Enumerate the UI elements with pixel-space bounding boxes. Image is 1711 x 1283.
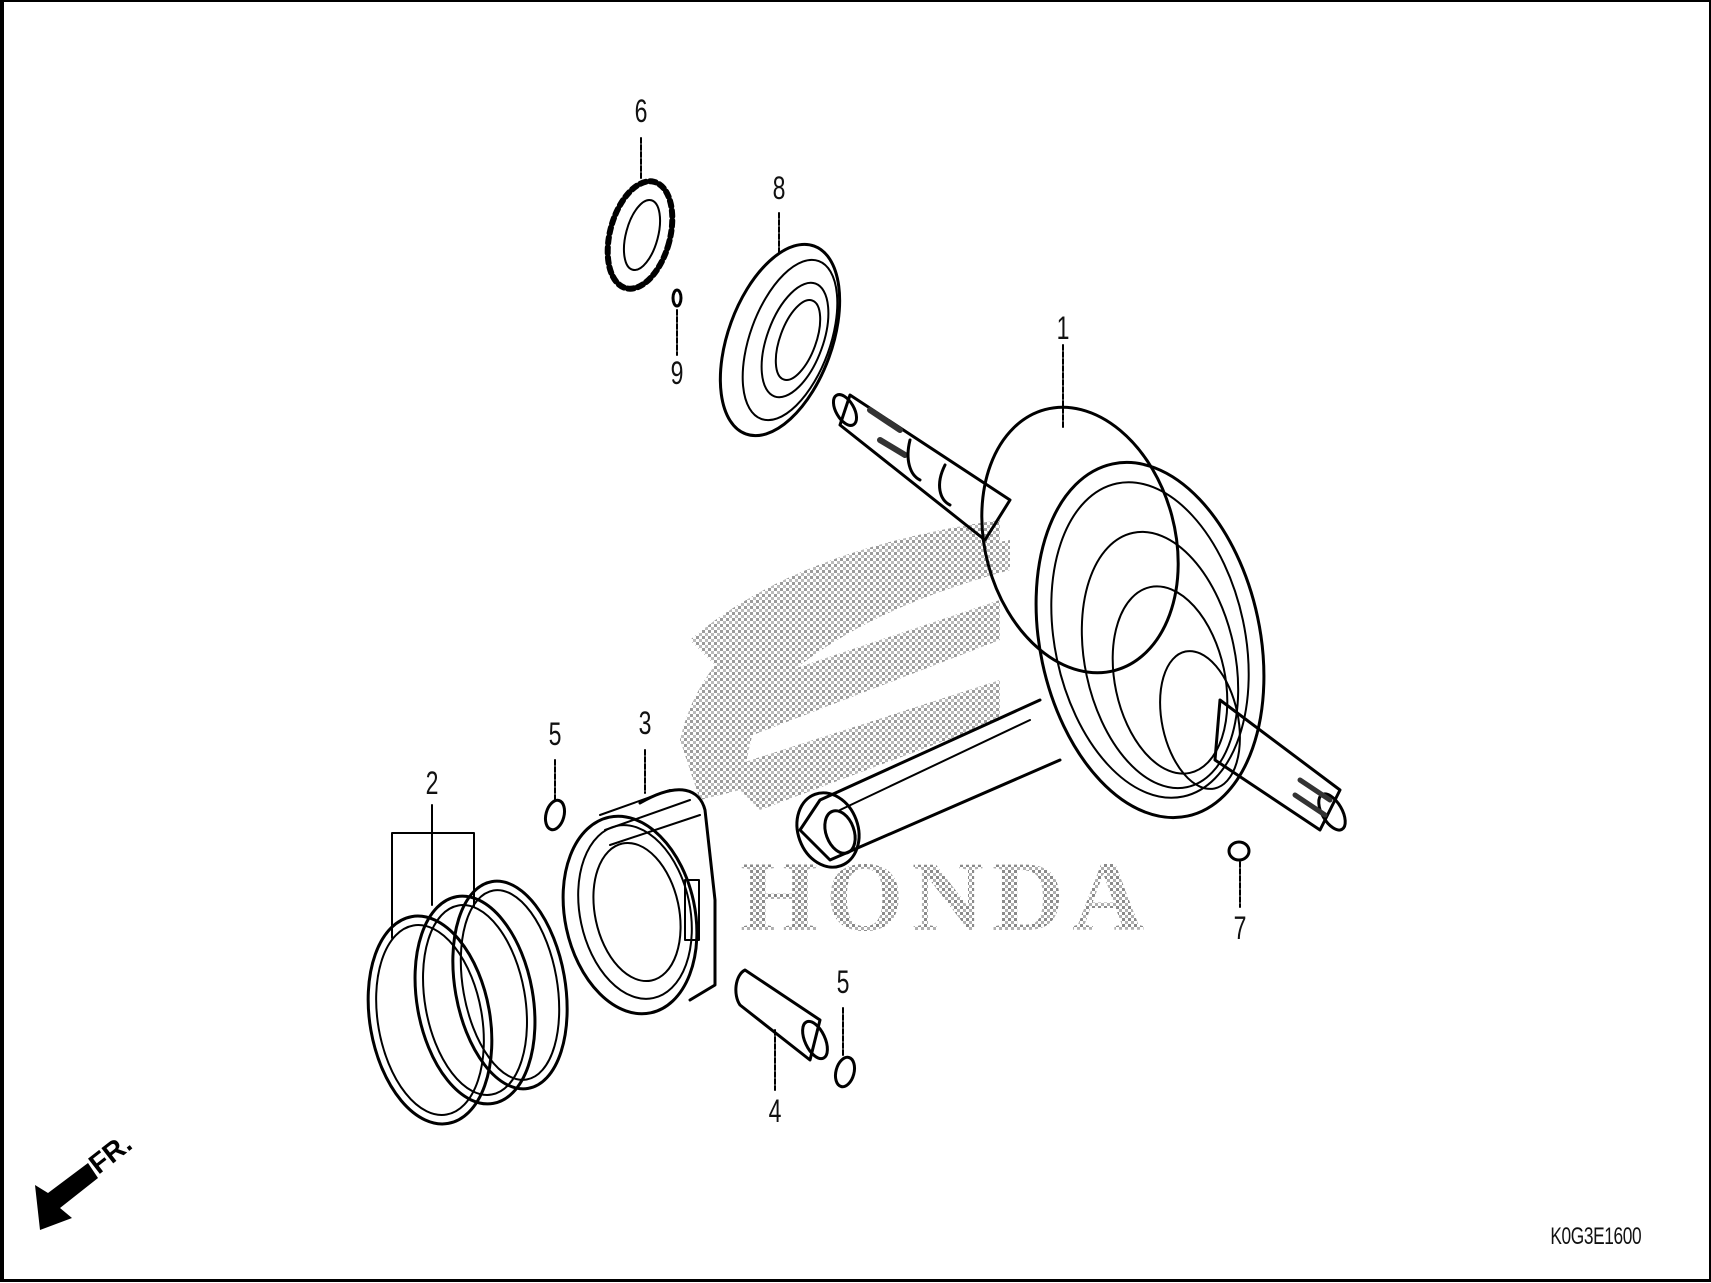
callout-1[interactable]: 1 xyxy=(1056,310,1070,346)
callout-5-right[interactable]: 5 xyxy=(836,964,850,1000)
diagram-code: K0G3E1600 xyxy=(1550,1223,1641,1250)
callout-7[interactable]: 7 xyxy=(1233,910,1247,946)
callout-8[interactable]: 8 xyxy=(772,170,786,206)
callout-6[interactable]: 6 xyxy=(634,93,648,129)
callout-3[interactable]: 3 xyxy=(638,705,652,741)
piston-rings-drawing xyxy=(366,879,569,1126)
crankshaft-drawing xyxy=(795,393,1347,869)
honda-text-watermark: HONDA xyxy=(740,841,1152,952)
clip-left-drawing xyxy=(543,798,567,832)
dowel-pin-drawing xyxy=(671,288,683,308)
callout-2[interactable]: 2 xyxy=(425,765,439,801)
clip-right-drawing xyxy=(833,1055,857,1089)
svg-text:HONDA: HONDA xyxy=(740,841,1152,952)
leader-lines xyxy=(554,137,1241,1091)
callout-9[interactable]: 9 xyxy=(670,355,684,391)
bearing-drawing xyxy=(718,242,842,438)
front-arrow-icon xyxy=(35,1163,98,1230)
honda-wing-watermark xyxy=(680,520,1010,810)
piston-drawing xyxy=(561,788,717,1016)
key-drawing xyxy=(1227,840,1251,862)
ring-bracket-leader xyxy=(391,804,475,931)
callout-5-left[interactable]: 5 xyxy=(548,716,562,752)
callout-4[interactable]: 4 xyxy=(768,1093,782,1129)
piston-pin-drawing xyxy=(734,968,829,1062)
sprocket-drawing xyxy=(604,178,676,292)
